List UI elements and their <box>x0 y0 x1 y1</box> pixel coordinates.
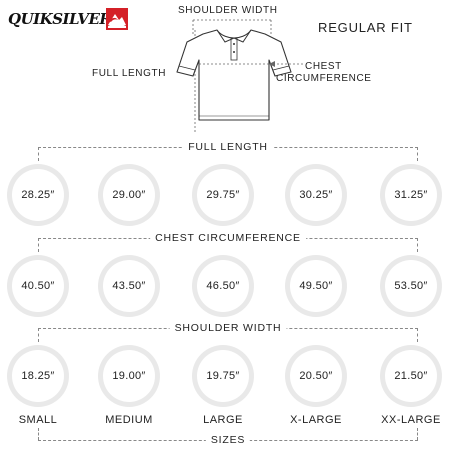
measurement-value: 29.75″ <box>206 189 240 201</box>
shoulder-section-title: SHOULDER WIDTH <box>169 322 287 334</box>
diagram-circumference-label: CIRCUMFERENCE <box>276 73 372 84</box>
chest-section-divider: CHEST CIRCUMFERENCE <box>38 232 418 252</box>
measurement-value: 18.25″ <box>21 370 55 382</box>
size-label-x-large: X-LARGE <box>290 414 342 426</box>
length-medium: 29.00″ <box>98 164 160 226</box>
shoulder-section-divider: SHOULDER WIDTH <box>38 322 418 342</box>
size-label-large: LARGE <box>203 414 243 426</box>
measurement-value: 30.25″ <box>299 189 333 201</box>
measurement-value: 43.50″ <box>112 280 146 292</box>
length-xx-large: 31.25″ <box>380 164 442 226</box>
full-length-section-title: FULL LENGTH <box>183 141 273 153</box>
measurement-value: 19.00″ <box>112 370 146 382</box>
diagram-shoulder-width-label: SHOULDER WIDTH <box>178 5 278 16</box>
length-large: 29.75″ <box>192 164 254 226</box>
chest-medium: 43.50″ <box>98 255 160 317</box>
measurement-value: 53.50″ <box>394 280 428 292</box>
shoulder-large: 19.75″ <box>192 345 254 407</box>
diagram-chest-label: CHEST <box>305 61 342 72</box>
measurement-value: 20.50″ <box>299 370 333 382</box>
chest-section-title: CHEST CIRCUMFERENCE <box>150 232 306 244</box>
quiksilver-wave-mountain-icon <box>106 8 128 30</box>
chest-small: 40.50″ <box>7 255 69 317</box>
chest-large: 46.50″ <box>192 255 254 317</box>
measurement-value: 31.25″ <box>394 189 428 201</box>
chest-x-large: 49.50″ <box>285 255 347 317</box>
shoulder-xx-large: 21.50″ <box>380 345 442 407</box>
measurement-value: 46.50″ <box>206 280 240 292</box>
sizes-title: SIZES <box>205 434 251 446</box>
size-label-small: SMALL <box>18 414 58 426</box>
measurement-value: 21.50″ <box>394 370 428 382</box>
measurement-value: 28.25″ <box>21 189 55 201</box>
size-label-xx-large: XX-LARGE <box>381 414 441 426</box>
length-x-large: 30.25″ <box>285 164 347 226</box>
shoulder-medium: 19.00″ <box>98 345 160 407</box>
measurement-value: 29.00″ <box>112 189 146 201</box>
brand-logo: QUIKSILVER <box>8 8 128 32</box>
polo-shirt-diagram <box>176 19 303 132</box>
measurement-value: 40.50″ <box>21 280 55 292</box>
size-label-medium: MEDIUM <box>105 414 153 426</box>
sizes-divider: SIZES <box>38 428 418 446</box>
full-length-section-divider: FULL LENGTH <box>38 141 418 161</box>
shoulder-x-large: 20.50″ <box>285 345 347 407</box>
brand-wordmark: QUIKSILVER <box>8 10 112 28</box>
fit-label: REGULAR FIT <box>318 20 413 35</box>
shoulder-small: 18.25″ <box>7 345 69 407</box>
measurement-value: 19.75″ <box>206 370 240 382</box>
chest-xx-large: 53.50″ <box>380 255 442 317</box>
measurement-value: 49.50″ <box>299 280 333 292</box>
diagram-full-length-label: FULL LENGTH <box>92 68 167 79</box>
length-small: 28.25″ <box>7 164 69 226</box>
